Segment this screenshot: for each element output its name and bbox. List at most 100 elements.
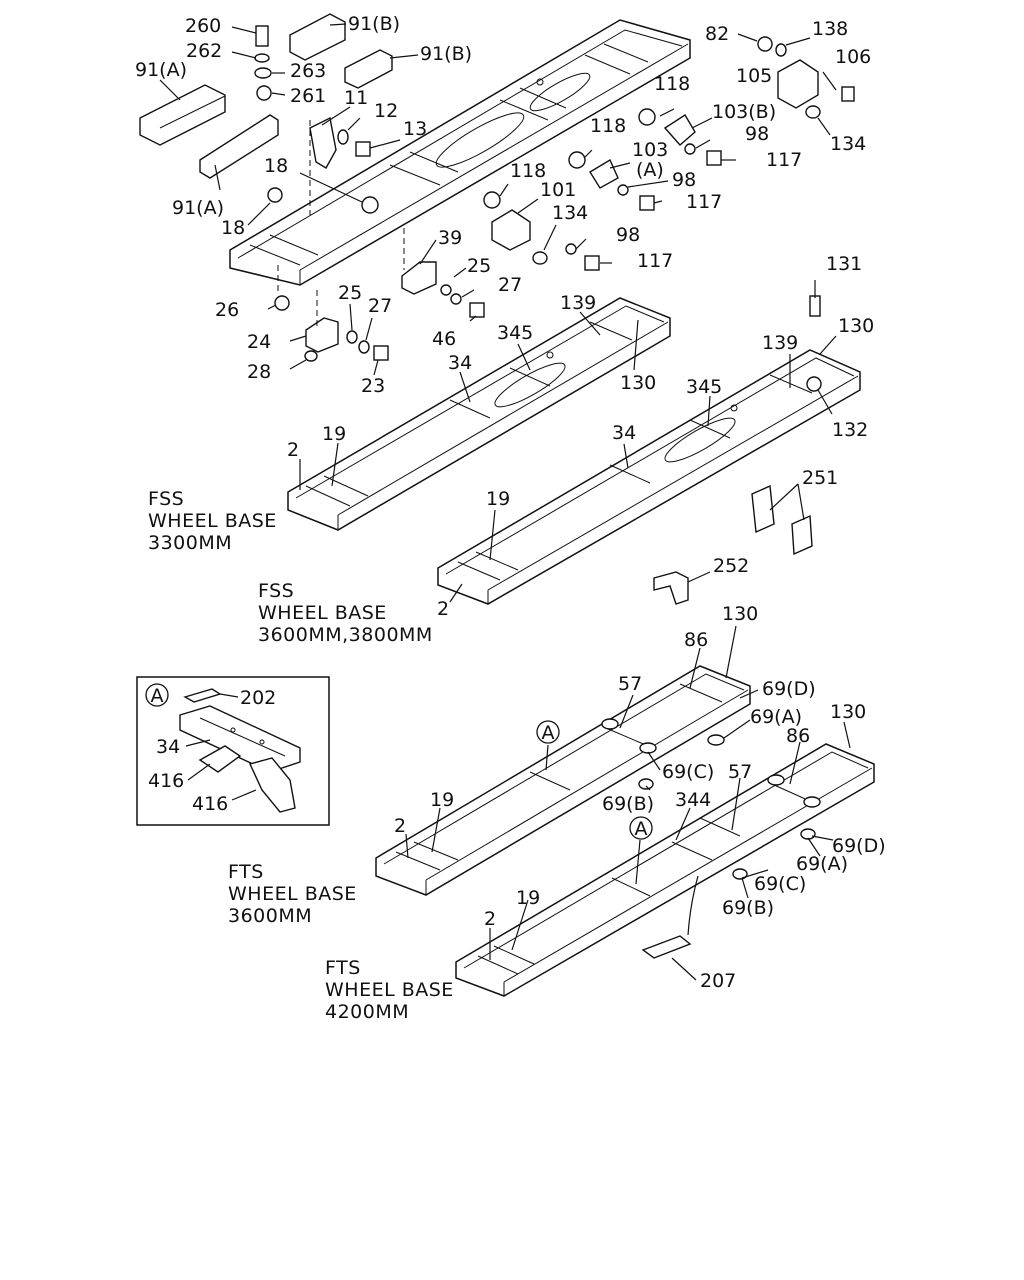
- callout-c103a2: (A): [636, 159, 664, 181]
- callout-c12: 12: [374, 100, 398, 122]
- callout-c69bb: 69(B): [722, 897, 774, 919]
- callout-c139a: 139: [560, 292, 596, 314]
- callout-c13: 13: [403, 118, 427, 140]
- callout-c103a: 103: [632, 139, 668, 161]
- svg-text:3600MM,3800MM: 3600MM,3800MM: [258, 624, 433, 646]
- callout-c118a: 118: [654, 73, 690, 95]
- callout-c344: 344: [675, 789, 711, 811]
- caption-fts-4200: FTS WHEEL BASE 4200MM: [325, 957, 454, 1023]
- callout-c251: 251: [802, 467, 838, 489]
- callout-c19a: 19: [322, 423, 346, 445]
- callout-c139b: 139: [762, 332, 798, 354]
- caption-fss-3300: FSS WHEEL BASE 3300MM: [148, 488, 277, 554]
- guide-lines: [277, 120, 405, 330]
- callout-c19c: 19: [430, 789, 454, 811]
- callout-c91b2: 91(B): [420, 43, 472, 65]
- callout-c86a: 86: [684, 629, 708, 651]
- callout-c91a2: 91(A): [172, 197, 224, 219]
- callout-c118c: 118: [510, 160, 546, 182]
- callout-c69ba: 69(B): [602, 793, 654, 815]
- callout-cins416b: 416: [192, 793, 228, 815]
- callout-c132: 132: [832, 419, 868, 441]
- callout-c131: 131: [826, 253, 862, 275]
- callout-c117c: 117: [637, 250, 673, 272]
- svg-text:A: A: [635, 818, 648, 840]
- callout-c98a: 98: [745, 123, 769, 145]
- callout-c118b: 118: [590, 115, 626, 137]
- callout-c261: 261: [290, 85, 326, 107]
- callout-c69db: 69(D): [832, 835, 886, 857]
- callout-c345a: 345: [497, 322, 533, 344]
- callout-c39: 39: [438, 227, 462, 249]
- frame-fss-3300: [287, 297, 671, 531]
- callout-c130c: 130: [722, 603, 758, 625]
- detail-marker-a-2: A: [629, 816, 653, 840]
- callout-c11: 11: [344, 87, 368, 109]
- callout-c117a: 117: [766, 149, 802, 171]
- callout-c2d: 2: [484, 908, 496, 930]
- callout-c91a1: 91(A): [135, 59, 187, 81]
- mount-105-assembly: [757, 36, 855, 119]
- callout-c262: 262: [186, 40, 222, 62]
- callout-c134a: 134: [830, 133, 866, 155]
- callout-c98c: 98: [616, 224, 640, 246]
- mount-39-assembly: [401, 261, 485, 318]
- callout-c24: 24: [247, 331, 271, 353]
- callout-c23: 23: [361, 375, 385, 397]
- svg-text:WHEEL BASE: WHEEL BASE: [148, 510, 277, 532]
- callout-c69da: 69(D): [762, 678, 816, 700]
- callout-c69ca: 69(C): [662, 761, 714, 783]
- svg-text:FSS: FSS: [258, 580, 294, 602]
- callout-c69cb: 69(C): [754, 873, 806, 895]
- callout-c130b: 130: [838, 315, 874, 337]
- callout-c86b: 86: [786, 725, 810, 747]
- svg-text:A: A: [542, 722, 555, 744]
- callout-c134b: 134: [552, 202, 588, 224]
- leader-lines: [159, 23, 851, 981]
- callout-c46: 46: [432, 328, 456, 350]
- callout-c252: 252: [713, 555, 749, 577]
- svg-text:4200MM: 4200MM: [325, 1001, 409, 1023]
- callout-c101: 101: [540, 179, 576, 201]
- svg-text:WHEEL BASE: WHEEL BASE: [258, 602, 387, 624]
- callout-c19b: 19: [486, 488, 510, 510]
- callout-c263: 263: [290, 60, 326, 82]
- callout-c82: 82: [705, 23, 729, 45]
- callout-cins202: 202: [240, 687, 276, 709]
- callout-c130d: 130: [830, 701, 866, 723]
- callout-c69ab: 69(A): [796, 853, 848, 875]
- callout-labels: 260 262 263 261 91(B) 91(B) 91(A) 91(A) …: [135, 13, 886, 992]
- svg-text:WHEEL BASE: WHEEL BASE: [228, 883, 357, 905]
- frame-fts-3600: [375, 665, 751, 896]
- caption-fts-3600: FTS WHEEL BASE 3600MM: [228, 861, 357, 927]
- svg-text:3300MM: 3300MM: [148, 532, 232, 554]
- callout-c207: 207: [700, 970, 736, 992]
- svg-text:3600MM: 3600MM: [228, 905, 312, 927]
- callout-c345b: 345: [686, 376, 722, 398]
- callout-c130a: 130: [620, 372, 656, 394]
- caption-fss-3600: FSS WHEEL BASE 3600MM,3800MM: [258, 580, 433, 646]
- callout-c105: 105: [736, 65, 772, 87]
- svg-text:WHEEL BASE: WHEEL BASE: [325, 979, 454, 1001]
- callout-c18a: 18: [264, 155, 288, 177]
- callout-c98b: 98: [672, 169, 696, 191]
- callout-c57a: 57: [618, 673, 642, 695]
- callout-c2b: 2: [437, 598, 449, 620]
- callout-c103b: 103(B): [712, 101, 776, 123]
- callout-c69aa: 69(A): [750, 706, 802, 728]
- callout-c260: 260: [185, 15, 221, 37]
- mount-24-assembly: [274, 295, 389, 362]
- callout-c19d: 19: [516, 887, 540, 909]
- callout-c91b1: 91(B): [348, 13, 400, 35]
- svg-text:FTS: FTS: [228, 861, 264, 883]
- callout-c138: 138: [812, 18, 848, 40]
- callout-c106: 106: [835, 46, 871, 68]
- frame-fts-4200: [455, 743, 875, 997]
- callout-c18b: 18: [221, 217, 245, 239]
- callout-c117b: 117: [686, 191, 722, 213]
- callout-cins34: 34: [156, 736, 180, 758]
- svg-text:FTS: FTS: [325, 957, 361, 979]
- mount-101-assembly: [483, 191, 600, 271]
